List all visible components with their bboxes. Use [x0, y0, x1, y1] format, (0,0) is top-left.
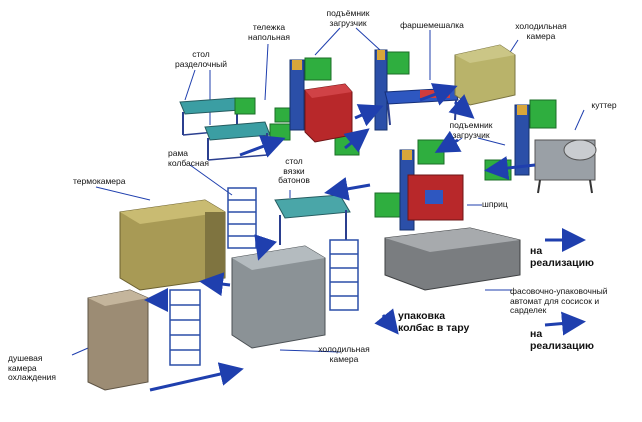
label-mixer: фаршемешалка: [400, 20, 464, 30]
cutting-tables: [179, 97, 271, 161]
label-syringe: шприц: [482, 199, 508, 209]
label-cold-room-bottom: холодильная камера: [318, 344, 370, 364]
label-to-sale-1: на реализацию: [530, 245, 595, 269]
flow-arrows: [144, 83, 586, 392]
lift-loaders: [289, 49, 530, 231]
label-smoke-chamber: термокамера: [73, 176, 126, 186]
label-cold-room-top: холодильная камера: [515, 21, 567, 41]
lift-heads: [292, 50, 527, 160]
mixer-unit: [384, 87, 459, 126]
label-tying-table: стол вязки батонов: [278, 156, 310, 185]
cold-room-top: [454, 44, 516, 106]
tying-table: [274, 194, 351, 245]
label-cart: тележка напольная: [248, 22, 290, 42]
packing-machine: [384, 227, 521, 291]
label-sausage-frame: рама колбасная: [168, 148, 209, 168]
leader-lines: [71, 27, 585, 356]
smoke-chamber: [119, 199, 226, 291]
label-lift-mid: подъемник загрузчик: [449, 120, 493, 140]
cold-room-bottom: [231, 245, 326, 349]
grinder-machine: [304, 83, 353, 143]
label-cutting-table: стол разделочный: [174, 49, 228, 69]
label-to-sale-2: на реализацию: [530, 328, 595, 352]
label-shower-chamber: душевая камера охлаждения: [8, 353, 56, 382]
cutter-machine: [534, 139, 597, 194]
label-packing-tare: упаковка колбас в тару: [398, 310, 470, 334]
label-cutter: куттер: [591, 100, 617, 110]
shower-chamber: [87, 289, 149, 391]
label-packing-machine: фасовочно-упаковочный автомат для сосисо…: [510, 286, 608, 315]
syringe-machine: [407, 174, 464, 221]
sausage-frames: [169, 187, 359, 366]
label-lift-top: подъёмник загрузчик: [326, 8, 370, 28]
